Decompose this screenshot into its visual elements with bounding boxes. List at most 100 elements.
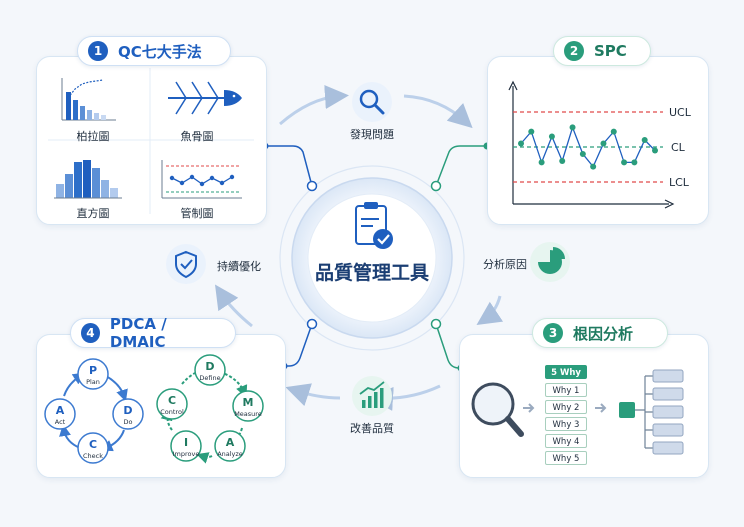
ucl-label: UCL — [669, 106, 692, 119]
step-1-number: 1 — [88, 41, 108, 61]
histogram-icon — [54, 160, 122, 199]
svg-text:D: D — [205, 360, 214, 373]
qc-tool-label: 直方圖 — [76, 207, 110, 220]
clipboard-check-icon — [355, 202, 393, 249]
cl-label: CL — [671, 141, 686, 154]
svg-text:I: I — [184, 436, 188, 449]
step-3-title: 根因分析 — [573, 324, 634, 343]
step-3-number: 3 — [543, 323, 563, 343]
step-2-title: SPC — [594, 42, 627, 60]
svg-text:C: C — [89, 438, 97, 451]
svg-text:M: M — [243, 396, 254, 409]
connector-node — [430, 180, 442, 192]
dmaic-node-control: C Control — [156, 388, 188, 420]
why-item: Why 5 — [545, 451, 587, 465]
svg-text:D: D — [123, 404, 132, 417]
center-title: 品質管理工具 — [314, 262, 429, 284]
tree-leaf — [652, 387, 684, 401]
root-cause-graphic — [471, 369, 684, 455]
spc-data-point — [610, 128, 617, 135]
pdca-dmaic-graphic: P Plan D Do C Check A Act D Define M Mea… — [44, 354, 264, 464]
pdca-node-act: A Act — [44, 398, 76, 430]
spc-data-point — [600, 140, 607, 147]
qc-tool-label: 柏拉圖 — [76, 130, 110, 143]
svg-text:A: A — [226, 436, 235, 449]
root-node — [619, 402, 635, 418]
tree-leaf — [652, 405, 684, 419]
arrow-right-icon — [523, 403, 535, 413]
svg-text:Plan: Plan — [86, 378, 100, 386]
step-4-title: PDCA / DMAIC — [109, 315, 167, 351]
step-2-number: 2 — [564, 41, 584, 61]
spc-data-point — [548, 133, 555, 140]
spc-data-point — [559, 158, 566, 164]
arrow-right-icon — [595, 403, 607, 413]
dmaic-node-measure: M Measure — [232, 390, 264, 422]
cycle-label-left: 持續優化 — [217, 260, 261, 273]
step-4-number: 4 — [81, 323, 100, 343]
tree-leaf — [652, 423, 684, 437]
pie-chart-icon — [530, 242, 570, 282]
spc-data-point — [590, 163, 597, 170]
magnifier-icon — [352, 82, 392, 122]
cycle-arrow — [285, 383, 341, 407]
cycle-arrow — [215, 284, 253, 328]
center-circle — [307, 193, 437, 323]
step-2-pill: 2 SPC — [553, 36, 651, 66]
dmaic-node-define: D Define — [194, 354, 226, 386]
magnifying-glass-icon — [471, 382, 524, 437]
why-item: Why 2 — [545, 400, 587, 414]
cycle-label-bottom: 改善品質 — [350, 422, 394, 435]
connector-spc — [435, 145, 487, 187]
why-item: Why 1 — [545, 383, 587, 397]
svg-text:Improve: Improve — [173, 450, 200, 458]
connector-node — [430, 318, 442, 330]
cycle-arrow — [403, 94, 473, 129]
qc-tool-label: 魚骨圖 — [180, 130, 214, 143]
connector-pdca — [283, 323, 313, 367]
pdca-node-check: C Check — [77, 432, 109, 464]
svg-text:Control: Control — [160, 408, 184, 416]
cycle-label-right: 分析原因 — [483, 258, 527, 271]
control-chart-icon — [161, 160, 242, 199]
svg-text:A: A — [56, 404, 65, 417]
svg-text:Define: Define — [199, 374, 220, 382]
dmaic-node-improve: I Improve — [170, 430, 202, 462]
center-halo — [279, 165, 465, 351]
tree-leaf — [652, 369, 684, 383]
step-3-pill: 3 根因分析 — [532, 318, 668, 348]
cycle-arrow — [476, 295, 504, 325]
why-item: Why 3 — [545, 417, 587, 431]
bar-growth-icon — [352, 376, 392, 416]
pdca-node-plan: P Plan — [77, 358, 109, 390]
pdca-node-do: D Do — [112, 398, 144, 430]
spc-data-point — [538, 159, 545, 166]
spc-data-point — [631, 159, 638, 166]
why-item: Why 4 — [545, 434, 587, 448]
spc-data-point — [621, 159, 628, 166]
svg-text:C: C — [168, 394, 176, 407]
qc-tools-grid — [48, 68, 254, 214]
fishbone-diagram-icon — [168, 81, 242, 115]
svg-text:P: P — [89, 364, 97, 377]
spc-data-point — [569, 124, 576, 131]
tree-branches — [635, 375, 653, 449]
spc-control-chart: UCL CL LCL — [508, 80, 692, 209]
svg-text:Do: Do — [124, 418, 133, 426]
cycle-label-top: 發現問題 — [350, 128, 394, 141]
connector-node — [306, 318, 318, 330]
svg-text:Act: Act — [55, 418, 66, 426]
step-4-pill: 4 PDCA / DMAIC — [70, 315, 236, 351]
spc-data-point — [579, 151, 586, 157]
cycle-arrow — [279, 85, 349, 126]
svg-text:Analyze: Analyze — [217, 450, 243, 458]
connector-qc — [265, 145, 313, 187]
tree-leaf — [652, 441, 684, 455]
spc-data-point — [528, 128, 535, 135]
dmaic-node-analyze: A Analyze — [214, 430, 246, 462]
spc-data-point — [652, 147, 658, 154]
step-1-title: QC七大手法 — [118, 42, 202, 61]
spc-data-point — [518, 140, 524, 147]
connector-node — [306, 180, 318, 192]
